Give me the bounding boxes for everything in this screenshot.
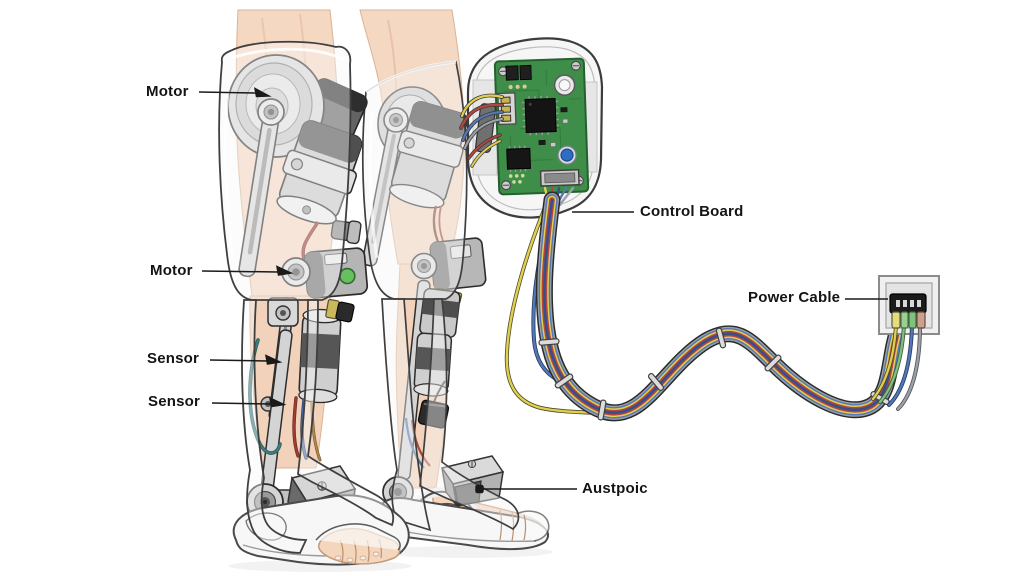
pcb-microcontroller: [522, 95, 560, 136]
right-foot-box: [440, 455, 505, 507]
main-cable: [535, 191, 908, 422]
pcb-dip-ic: [506, 145, 531, 173]
right-calf-actuator-upper: [419, 287, 461, 339]
left-leg: [218, 9, 410, 566]
pcb-input-wires: [459, 93, 504, 168]
right-leg-shell: [361, 61, 520, 532]
left-knee-motor: [281, 247, 369, 299]
sensor-lower-leader-line: [211, 402, 273, 405]
motor-knee-leader-line: [201, 270, 279, 273]
leader-lines: [198, 87, 888, 494]
right-leg: [359, 9, 550, 551]
control-board-assembly: [459, 37, 604, 219]
label-sensor-lower: Sensor: [148, 393, 201, 410]
connector-ferrules: [891, 311, 926, 329]
sensor-upper-leader-line: [209, 359, 269, 362]
label-sensor-upper: Sensor: [147, 350, 200, 367]
pcb-left-connector: [497, 92, 517, 126]
label-motor-knee: Motor: [150, 262, 193, 279]
motor-hip-leader-line: [198, 91, 257, 94]
left-thigh-motor-cylinder: [276, 120, 363, 225]
left-leg-shell: [218, 40, 395, 554]
control-board-pcb: [493, 57, 590, 196]
label-power-cable: Power Cable: [748, 289, 841, 306]
left-foot-toes: [315, 523, 401, 565]
label-control-board: Control Board: [640, 203, 744, 220]
cable-ties: [538, 327, 890, 421]
label-motor-hip: Motor: [146, 83, 189, 100]
outlet-wires: [871, 324, 922, 411]
right-thigh-motor: [389, 101, 468, 209]
wall-outlet: [871, 275, 940, 411]
label-foot-unit: Austpoic: [582, 480, 648, 497]
right-calf-actuator-lower: [413, 332, 453, 397]
